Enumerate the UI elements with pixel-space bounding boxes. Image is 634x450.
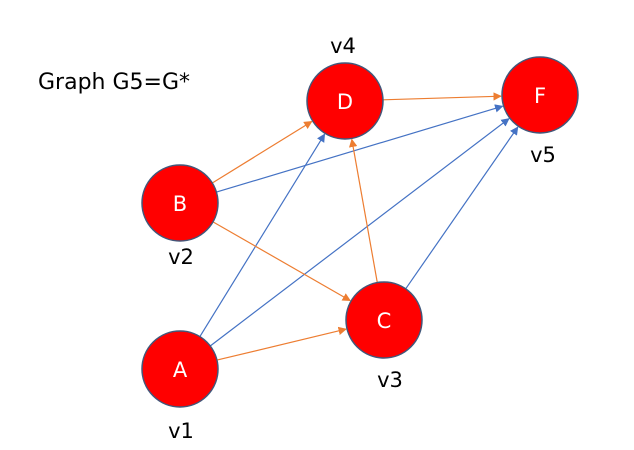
node-letter: C: [377, 309, 392, 333]
edge-c-to-f: [405, 126, 519, 290]
node-b: Bv2: [141, 164, 219, 269]
node-a: Av1: [141, 330, 219, 443]
node-circle: [345, 281, 423, 359]
node-d: Dv4: [306, 34, 384, 140]
edge-b-to-c: [212, 221, 351, 302]
edge-a-to-f: [209, 118, 510, 347]
node-label: v1: [168, 419, 194, 443]
node-circle: [141, 330, 219, 408]
node-letter: B: [173, 192, 187, 216]
graph-title: Graph G5=G*: [38, 70, 191, 95]
node-label: v4: [330, 34, 356, 58]
node-letter: D: [337, 90, 353, 114]
edge-a-to-c: [216, 326, 347, 361]
node-label: v3: [377, 368, 403, 392]
edge-b-to-d: [211, 120, 313, 184]
node-circle: [501, 56, 579, 134]
edges-layer: [199, 92, 519, 361]
node-label: v5: [530, 143, 556, 167]
node-circle: [141, 164, 219, 242]
node-letter: F: [534, 84, 546, 108]
node-c: Cv3: [345, 281, 423, 392]
node-circle: [306, 62, 384, 140]
node-f: Fv5: [501, 56, 579, 167]
edge-a-to-d: [199, 133, 326, 337]
node-label: v2: [168, 245, 194, 269]
edge-d-to-f: [382, 92, 502, 101]
edge-b-to-f: [216, 104, 504, 193]
edge-c-to-d: [348, 138, 378, 283]
node-letter: A: [173, 358, 188, 382]
